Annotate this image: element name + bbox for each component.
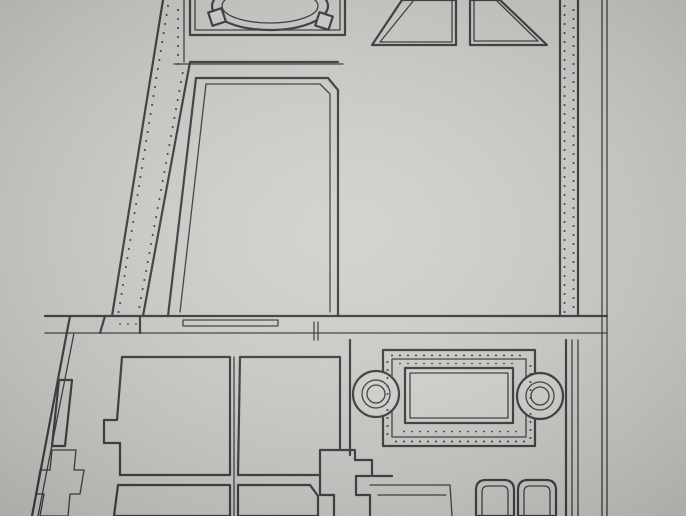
paper-vignette [0,0,686,516]
garden-plan-map [0,0,686,516]
map-stage [0,0,686,516]
